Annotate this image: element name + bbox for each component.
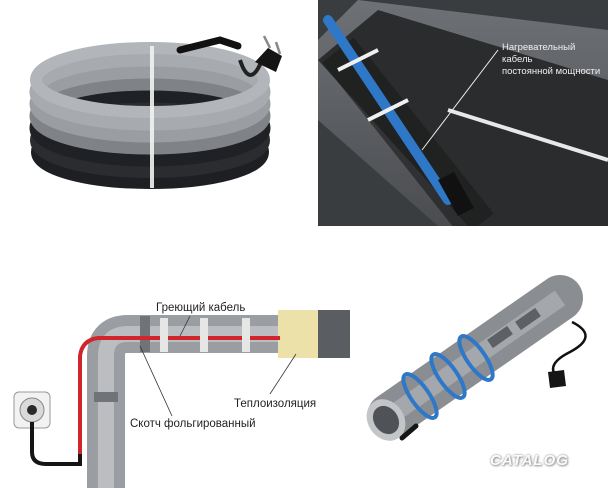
cable-callout: Нагревательный кабель постоянной мощност… xyxy=(502,42,608,78)
pipe-cutaway-3d: Нагревательный кабель постоянной мощност… xyxy=(318,0,608,226)
heating-cable-line xyxy=(78,336,280,456)
cable-coil-illustration xyxy=(29,36,271,189)
label-heating-cable: Греющий кабель xyxy=(156,302,246,314)
heating-diagram xyxy=(0,226,350,488)
insulated-pipe-illustration xyxy=(318,0,608,226)
power-cord-with-plug xyxy=(399,320,587,441)
plug-icon xyxy=(255,35,282,72)
tube-illustration xyxy=(366,275,583,441)
callout-line-1: Нагревательный кабель xyxy=(502,42,576,65)
label-insulation: Теплоизоляция xyxy=(234,398,317,410)
power-cord xyxy=(30,422,82,466)
coiled-cable-photo xyxy=(0,0,318,226)
callout-line-2: постоянной мощности xyxy=(502,66,601,77)
foil-tape-bands xyxy=(160,318,250,352)
watermark-logo: CATALOG xyxy=(490,452,569,469)
insulated-tube-photo xyxy=(350,226,608,488)
blue-cable-bands xyxy=(401,334,495,420)
label-foil-tape: Скотч фольгированный xyxy=(130,418,256,430)
